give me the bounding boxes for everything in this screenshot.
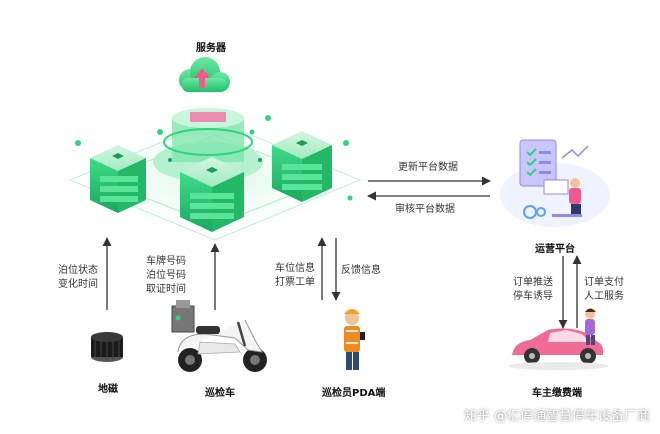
cloud-upload-icon [179,57,230,92]
geomagnet-sensor-icon [91,332,123,362]
patrol-scooter-icon [171,300,267,372]
operations-platform-icon [500,139,610,227]
owner-up-flow-line2: 人工服务 [584,291,624,302]
server-title: 服务器 [196,43,226,54]
car-owner-title: 车主缴费端 [532,388,582,399]
owner-up-flow-line1: 订单支付 [584,277,624,288]
server-cube-left [90,145,146,213]
patrol-car-flow-line1: 车牌号码 [146,256,186,267]
ops-platform-title: 运营平台 [535,244,575,255]
connection-arrows [102,176,582,329]
inspector-pda-icon [344,309,365,370]
geomagnet-title: 地磁 [98,384,118,395]
pda-down-flow-line1: 反馈信息 [341,265,381,276]
patrol-car-flow-line2: 泊位号码 [146,270,186,281]
to-platform-label: 更新平台数据 [398,162,458,173]
platform-down-flow-line2: 停车诱导 [513,291,553,302]
server-cube-middle [180,157,244,232]
server-illustration [55,57,375,241]
platform-down-flow-line1: 订单推送 [513,277,553,288]
server-cube-right [272,131,332,202]
patrol-car-title: 巡检车 [205,388,235,399]
pda-title: 巡检员PDA端 [322,388,386,399]
pda-up-flow-line1: 车位信息 [275,263,315,274]
from-platform-label: 审核平台数据 [395,204,455,215]
geomagnet-flow-line1: 泊位状态 [58,265,98,276]
pda-up-flow-line2: 打票工单 [275,277,315,288]
watermark: 知乎 @亿停通智慧停车设备厂商 [463,409,650,424]
patrol-car-flow-line3: 取证时间 [146,284,186,295]
car-owner-icon [585,308,596,345]
car-icon [508,328,608,370]
geomagnet-flow-line2: 变化时间 [58,279,98,290]
